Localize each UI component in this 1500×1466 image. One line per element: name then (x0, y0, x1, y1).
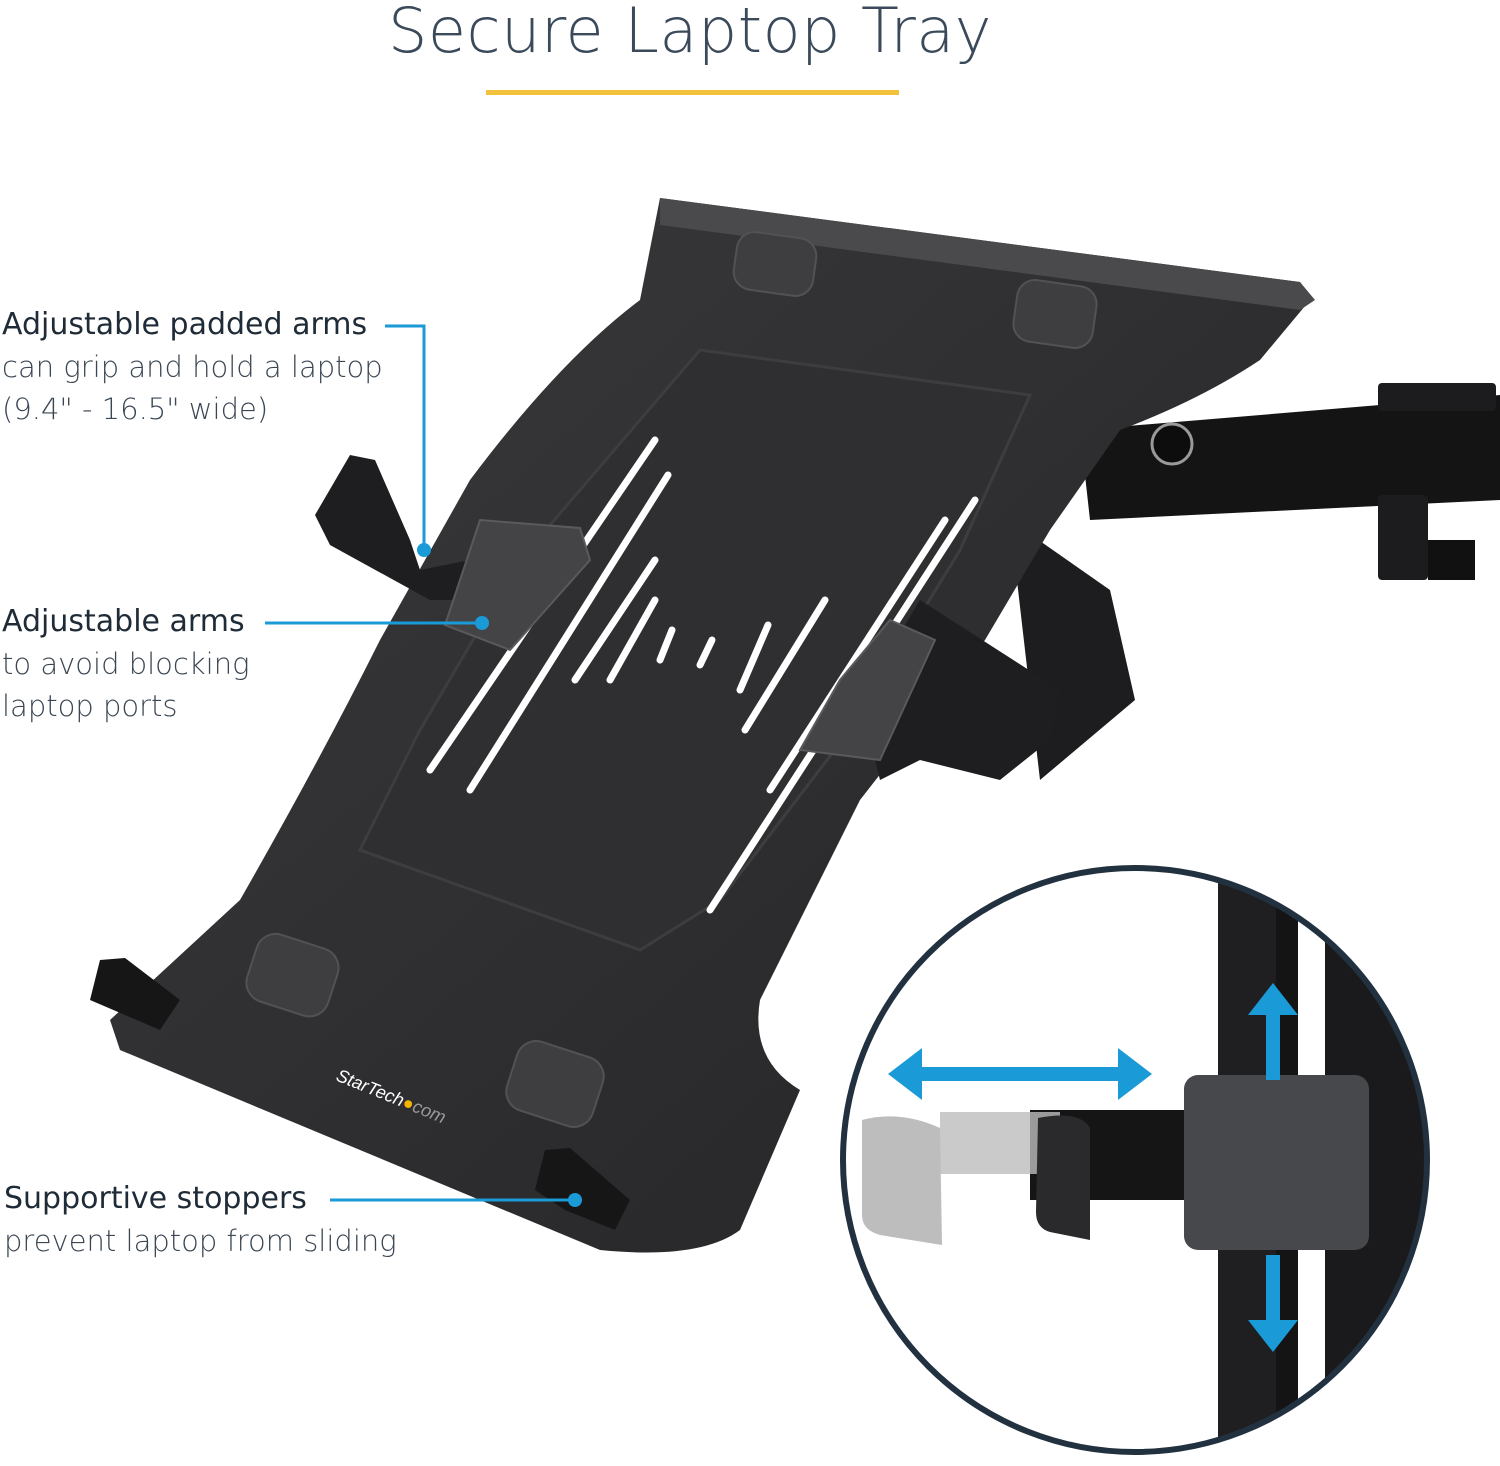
callout-line: to avoid blocking (2, 647, 250, 681)
bottom-stoppers (90, 958, 630, 1230)
callout-stoppers: Supportive stoppers prevent laptop from … (4, 1178, 397, 1262)
tray-plate: StarTech●com (110, 198, 1315, 1253)
callout-line: laptop ports (2, 689, 178, 723)
callout-dot-2 (475, 616, 489, 630)
callout-line: prevent laptop from sliding (4, 1224, 397, 1258)
callout-heading: Adjustable padded arms (2, 307, 368, 342)
callout-dot-3 (568, 1193, 582, 1207)
inset-closeup (840, 865, 1430, 1455)
right-padded-arm (798, 600, 1060, 780)
callout-line: (9.4" - 16.5" wide) (2, 392, 269, 426)
page-title: Secure Laptop Tray (388, 0, 992, 67)
callout-adjustable-arms: Adjustable arms to avoid blocking laptop… (2, 601, 249, 727)
callout-padded-arms: Adjustable padded arms can grip and hold… (2, 304, 383, 430)
callout-heading: Supportive stoppers (4, 1181, 307, 1216)
callout-line: can grip and hold a laptop (2, 350, 383, 384)
callout-dot-1 (417, 543, 431, 557)
title-underline (486, 90, 899, 95)
callout-heading: Adjustable arms (2, 604, 245, 639)
adjust-arrows-icon (888, 983, 1298, 1352)
callout-lines (265, 324, 575, 1202)
